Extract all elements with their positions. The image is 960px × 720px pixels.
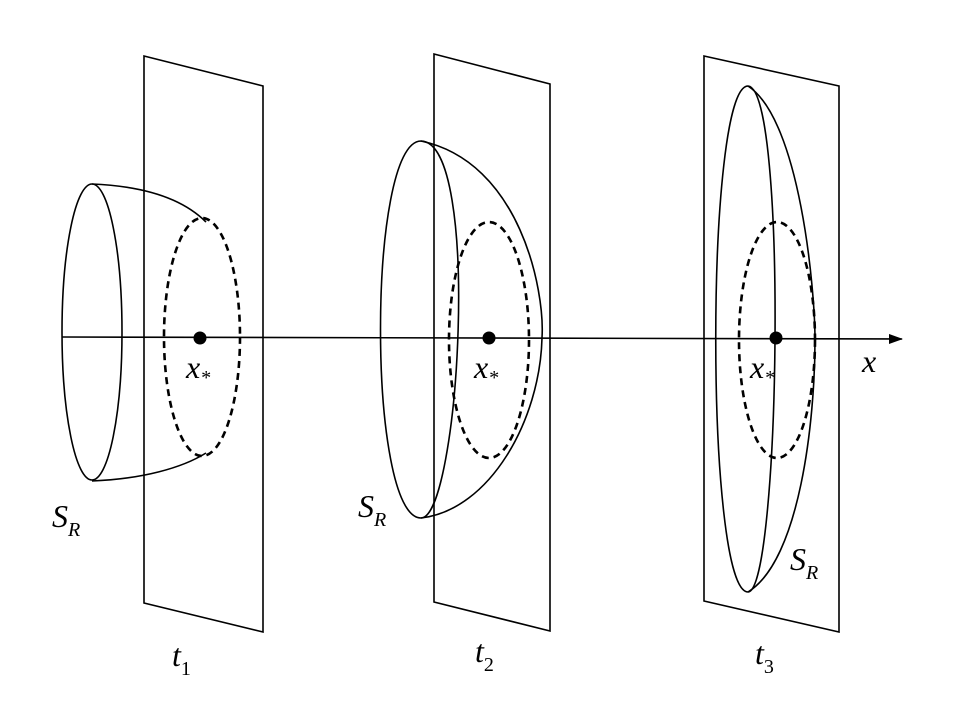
point-label-t3: x* [749, 349, 774, 389]
point-label-t1: x* [185, 349, 210, 389]
cross-section-ellipse-t1 [162, 216, 242, 458]
x-axis-label: x [861, 343, 876, 379]
surface-label-t1: SR [52, 498, 80, 541]
panel-t2: x* SR t2 [358, 52, 551, 676]
surface-s-r-back-rim [61, 183, 123, 481]
point-x-star-t2 [482, 331, 496, 345]
plane-label-t2: t2 [475, 633, 494, 676]
cross-section-ellipse-t2 [447, 220, 531, 460]
surface-s-r-front-rim [379, 140, 460, 519]
point-label-t2: x* [473, 349, 498, 389]
panel-t3: x* SR t3 [703, 55, 840, 678]
plane-t1 [143, 54, 264, 634]
point-x-star-t3 [769, 331, 783, 345]
cross-section-ellipse-t3 [737, 220, 817, 460]
surface-s-r-bulge [420, 140, 544, 519]
plane-label-t3: t3 [755, 635, 774, 678]
point-x-star-t1 [193, 331, 207, 345]
surface-label-t3: SR [790, 541, 818, 584]
plane-t2 [433, 52, 551, 633]
surface-label-t2: SR [358, 488, 386, 531]
surface-s-r-top-edge [91, 183, 207, 223]
surface-s-r-bottom-edge [91, 452, 207, 482]
panel-t1: x* SR t1 [52, 54, 264, 680]
plane-t3 [703, 55, 840, 634]
plane-label-t1: t1 [172, 637, 191, 680]
